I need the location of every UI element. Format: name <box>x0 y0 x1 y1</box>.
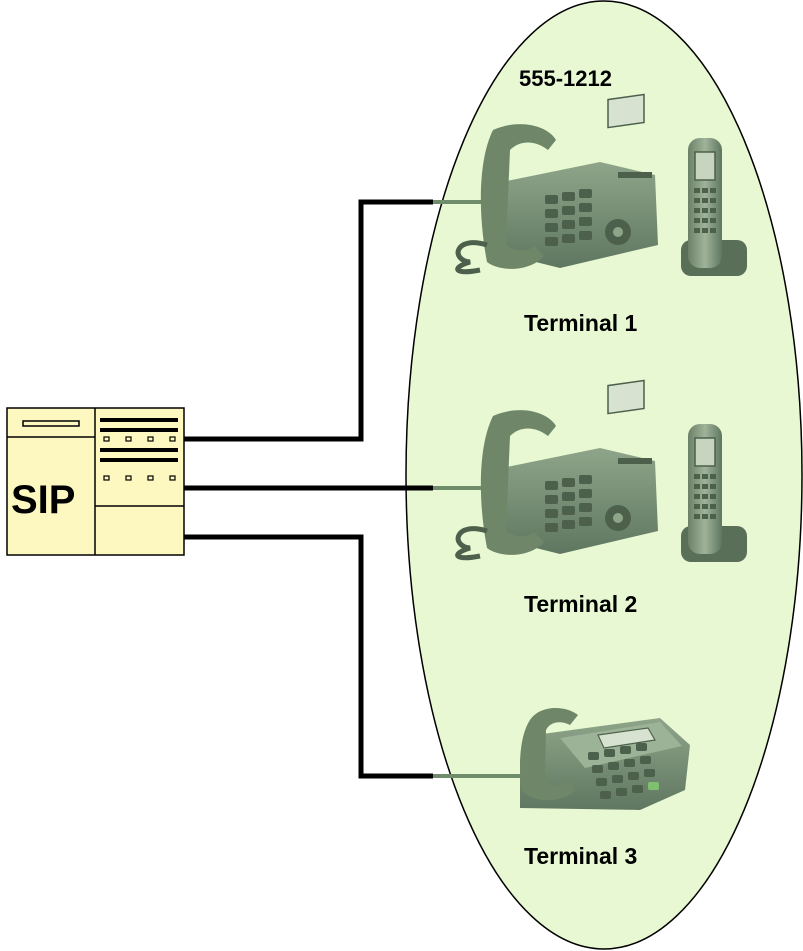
desk-phone-icon <box>520 708 690 810</box>
terminal-2-label: Terminal 2 <box>524 591 637 617</box>
connection-lines-inner <box>433 200 525 778</box>
terminal-2-devices <box>455 379 747 562</box>
cordless-handset-icon <box>681 138 747 276</box>
line-terminal-3 <box>184 534 433 779</box>
group-number: 555-1212 <box>519 66 612 91</box>
terminal-3-label: Terminal 3 <box>524 843 637 869</box>
terminal-3-devices <box>520 708 690 810</box>
terminal-1-label: Terminal 1 <box>524 310 638 336</box>
terminal-1-devices <box>455 93 747 276</box>
sip-server-label: SIP <box>11 478 75 522</box>
connection-lines <box>184 199 433 779</box>
cordless-handset-icon <box>681 424 747 562</box>
desk-phone-icon <box>455 379 658 561</box>
desk-phone-icon <box>455 93 658 275</box>
line-terminal-1 <box>184 199 433 442</box>
sip-server: SIP <box>6 407 185 556</box>
